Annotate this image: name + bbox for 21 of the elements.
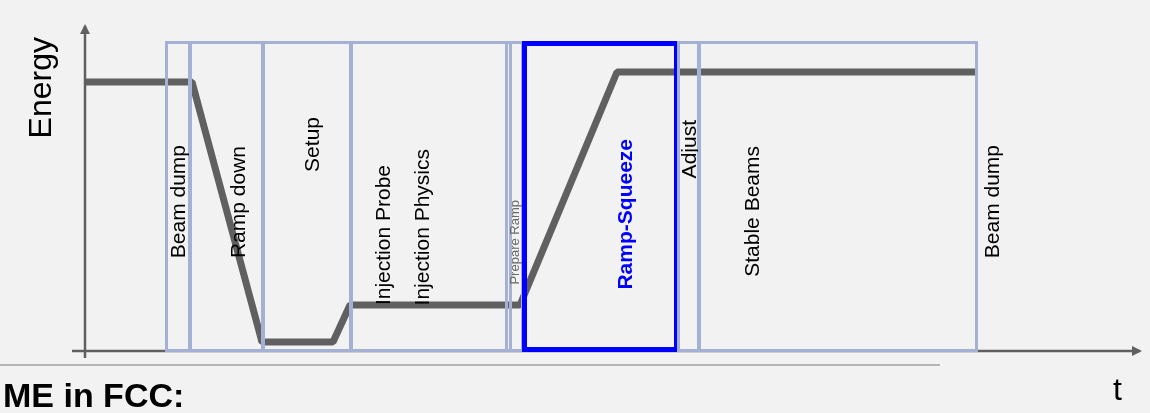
phase-label: Setup	[300, 117, 322, 172]
phase-label: Adjust	[677, 120, 699, 179]
phase-box	[262, 41, 352, 352]
axis-label: Energy	[24, 37, 56, 139]
axis-label: t	[1113, 373, 1122, 405]
phase-box	[677, 41, 700, 352]
phase-label: Ramp down	[226, 146, 248, 259]
phase-label: Prepare Ramp	[507, 200, 521, 285]
phase-box	[505, 41, 524, 352]
phase-box	[189, 41, 264, 352]
phase-box	[350, 41, 512, 352]
phase-label: Injection Physics	[410, 149, 432, 306]
phase-label: Beam dump	[980, 145, 1002, 259]
phase-box	[522, 41, 679, 352]
phase-label: Injection Probe	[371, 165, 393, 306]
phase-label: Beam dump	[166, 145, 188, 259]
phase-label: Stable Beams	[740, 146, 762, 277]
phase-box	[698, 41, 978, 352]
phase-box	[165, 41, 191, 352]
heading-text: ME in FCC:	[3, 378, 185, 412]
phase-label: Ramp-Squeeze	[613, 139, 635, 290]
